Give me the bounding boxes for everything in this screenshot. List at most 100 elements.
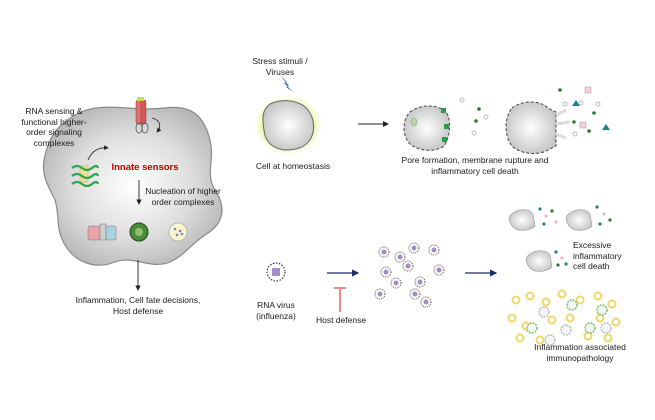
yellow-cell [575, 295, 585, 305]
influenza-virus-icon [266, 262, 286, 282]
virus-core [411, 245, 417, 251]
immune-cell [596, 304, 608, 316]
virus-particle [390, 277, 402, 289]
virus-particle [402, 260, 414, 272]
immune-cell [544, 334, 556, 346]
complex-vesicle-icon [168, 222, 188, 242]
innate-sensors-label: Innate sensors [111, 162, 179, 173]
label-line: inflammatory cell death [431, 165, 519, 176]
label-line: immunopathology [546, 352, 614, 363]
virus-particle [420, 296, 432, 308]
death-label: Pore formation, membrane rupture and inf… [395, 155, 555, 176]
virus-core [412, 291, 418, 297]
label-line: Stress stimuli / [252, 56, 308, 66]
complex-inflammasome-icon [129, 222, 149, 242]
immunopathology-cluster [507, 289, 621, 346]
yellow-cell [511, 295, 521, 305]
virus-core [436, 267, 442, 273]
stimuli-label: Stress stimuli / Viruses [245, 56, 315, 77]
yellow-cell [535, 335, 545, 345]
immune-cell [600, 322, 612, 334]
excessive-particles [538, 205, 612, 267]
yellow-cell [603, 333, 613, 343]
label-line: cell death [573, 261, 610, 271]
virus-core [393, 280, 399, 286]
virus-particle [394, 251, 406, 263]
yellow-cell [593, 291, 603, 301]
yellow-cell [507, 313, 517, 323]
released-particle [550, 209, 554, 213]
released-particles-1 [459, 97, 489, 136]
label-line: Excessive [573, 240, 612, 250]
immune-cell [538, 306, 550, 318]
immune-cell [526, 322, 538, 334]
released-particle [564, 262, 568, 266]
released-particle [608, 218, 612, 222]
released-particle [554, 220, 558, 224]
virus-core [397, 254, 403, 260]
yellow-cell [611, 317, 621, 327]
label-line: Viruses [265, 66, 295, 77]
homeostasis-label: Cell at homeostasis [255, 161, 331, 171]
ruptured-cell [505, 101, 571, 154]
virus-particle [408, 242, 420, 254]
label-line: order signaling [26, 127, 82, 137]
released-particle [556, 263, 560, 267]
immune-cell [584, 322, 596, 334]
virus-core [383, 269, 389, 275]
label-line: functional higher- [21, 116, 87, 127]
virus-label: RNA virus (influenza) [250, 300, 302, 321]
released-particles-2 [558, 86, 610, 137]
virus-particle [378, 246, 390, 258]
excessive-label: Excessive inflammatory cell death [573, 240, 633, 272]
label-line: Pore formation, membrane rupture and [401, 155, 549, 165]
homeostasis-cell [252, 93, 324, 157]
label-line: RNA virus [257, 300, 295, 310]
nucleation-label: Nucleation of higher order complexes [143, 186, 223, 207]
released-particle [538, 207, 542, 211]
yellow-cell [541, 297, 551, 307]
label-line: Host defense [112, 305, 164, 316]
virus-core [381, 249, 387, 255]
released-particle [595, 205, 599, 209]
lightning-icon [280, 75, 293, 92]
immune-cell [560, 324, 572, 336]
label-line: RNA sensing & [25, 106, 83, 116]
virus-particle [380, 266, 392, 278]
rna-arrow [87, 145, 109, 161]
virus-particle [409, 288, 421, 300]
yellow-cell [565, 313, 575, 323]
released-particle [554, 250, 558, 254]
released-particle [542, 222, 546, 226]
virus-core [405, 263, 411, 269]
virus-core [417, 279, 423, 285]
released-particle [602, 212, 606, 216]
complex-pore-icon [87, 223, 117, 241]
label-line: (influenza) [256, 310, 296, 321]
released-particle [560, 256, 564, 260]
label-line: order complexes [151, 196, 215, 207]
label-line: Nucleation of higher [145, 186, 221, 196]
rna-helix-icon [71, 164, 100, 188]
rna-sensing-label: RNA sensing & functional higher- order s… [18, 106, 90, 148]
virus-core [423, 299, 429, 305]
released-particle [544, 214, 548, 218]
label-line: Inflammation associated [534, 342, 626, 352]
released-particle [598, 222, 602, 226]
label-line: Inflammation, Cell fate decisions, [75, 295, 201, 305]
host-defense-label: Host defense [315, 315, 367, 325]
virus-particle [433, 264, 445, 276]
receptor-icon [135, 97, 149, 134]
yellow-cell [607, 299, 617, 309]
virus-particle [428, 244, 440, 256]
pore-cell [403, 105, 451, 151]
yellow-cell [557, 289, 567, 299]
inhibition-icon [334, 287, 346, 312]
virus-core [377, 291, 383, 297]
label-line: inflammatory [573, 250, 622, 261]
outcome-label: Inflammation, Cell fate decisions, Host … [68, 295, 208, 316]
virus-core [431, 247, 437, 253]
yellow-cell [547, 315, 557, 325]
virus-particle [414, 276, 426, 288]
